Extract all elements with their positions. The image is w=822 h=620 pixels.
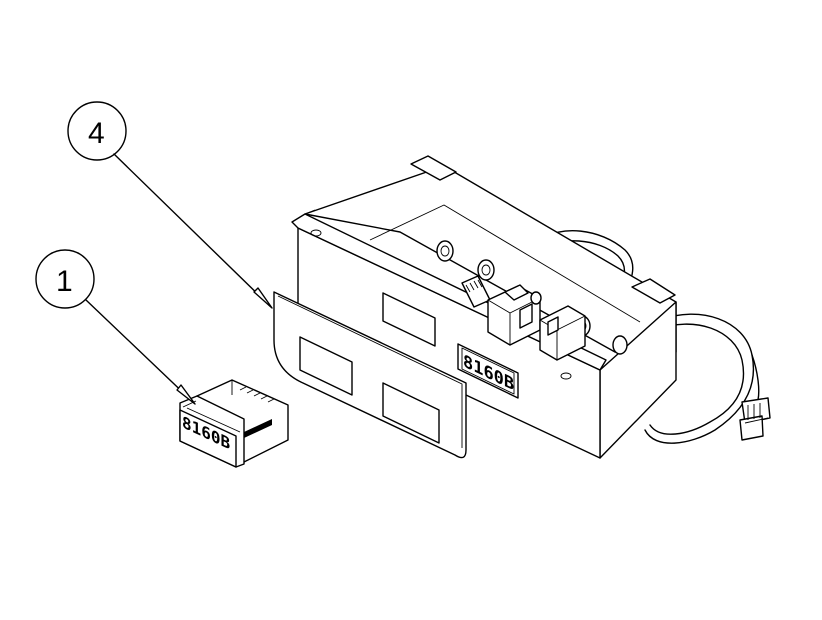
front-plate-part-4 [273, 291, 467, 459]
display-module-part-1: 8160B [179, 379, 289, 468]
housing-box [291, 155, 677, 459]
callout-4-label: 4 [88, 117, 105, 150]
callout-1-label: 1 [56, 265, 73, 298]
callout-4: 4 [67, 101, 273, 309]
cable-connector [739, 354, 771, 441]
callout-1: 1 [35, 249, 196, 405]
internal-components [436, 240, 628, 361]
